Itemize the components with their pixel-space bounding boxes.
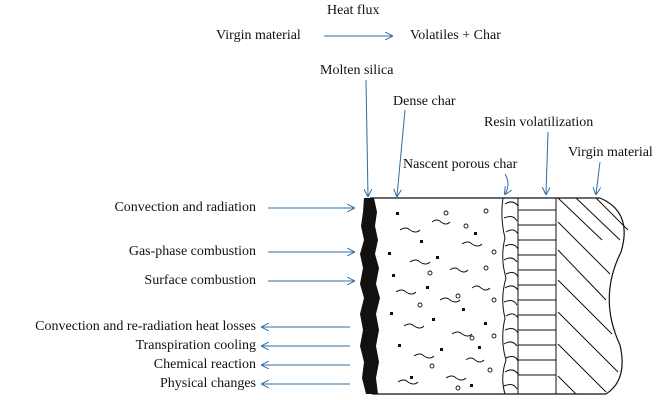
dense-char-pores <box>417 208 497 391</box>
gas-phase-combustion-label: Gas-phase combustion <box>128 244 256 259</box>
resin-volatilization-label: Resin volatilization <box>484 115 594 130</box>
dense-char-pointer <box>397 109 406 196</box>
chemical-reaction-label: Chemical reaction <box>153 357 256 372</box>
material-block <box>370 197 625 395</box>
convection-radiation-label: Convection and radiation <box>114 200 256 215</box>
dense-char-dots <box>388 212 487 387</box>
resin-volatilization-pointer <box>546 131 548 194</box>
nascent-porous-char-pointer <box>505 173 508 194</box>
virgin-material-hatching <box>557 197 629 395</box>
virgin-material-pointer <box>596 161 600 194</box>
convection-reradiation-label: Convection and re-radiation heat losses <box>35 319 256 334</box>
virgin-material-label: Virgin material <box>568 145 653 160</box>
molten-silica-layer <box>360 198 380 394</box>
volatiles-char-label: Volatiles + Char <box>410 28 501 43</box>
molten-silica-pointer <box>366 79 368 196</box>
molten-silica-label: Molten silica <box>320 63 394 78</box>
physical-changes-label: Physical changes <box>159 376 256 391</box>
heat-flux-label: Heat flux <box>327 3 380 18</box>
resin-volatilization-zone <box>517 198 557 394</box>
virgin-material-header-label: Virgin material <box>216 28 301 43</box>
dense-char-texture <box>395 219 491 385</box>
dense-char-label: Dense char <box>393 94 456 109</box>
surface-combustion-label: Surface combustion <box>144 273 256 288</box>
pyrolysis-front <box>501 197 519 395</box>
transpiration-cooling-label: Transpiration cooling <box>135 338 256 353</box>
nascent-porous-char-label: Nascent porous char <box>403 157 518 172</box>
